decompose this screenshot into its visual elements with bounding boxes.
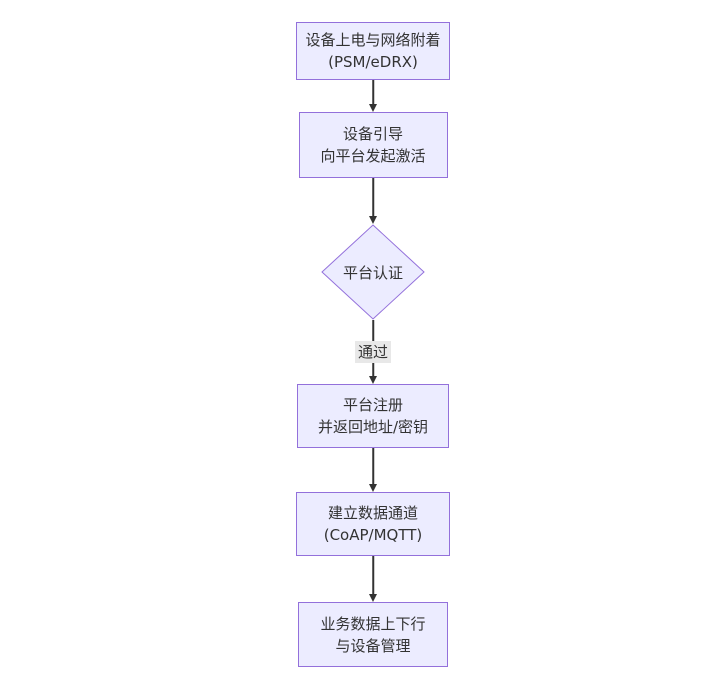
node-business-line2: 与设备管理 (335, 636, 411, 655)
edge-label-pass: 通过 (354, 341, 392, 363)
node-register-line2: 并返回地址/密钥 (317, 418, 429, 436)
flowchart: 设备上电与网络附着 (PSM/eDRX) 设备引导 向平台发起激活 平台认证 通… (296, 22, 450, 667)
edge-auth-to-register: 通过 (354, 320, 392, 384)
node-business: 业务数据上下行 与设备管理 (298, 602, 448, 667)
edge-register-to-channel (367, 448, 379, 492)
edge-bootstrap-to-auth (367, 178, 379, 224)
edge-channel-to-business (367, 556, 379, 602)
edge-line (372, 178, 374, 218)
node-bootstrap-line1: 设备引导 (342, 125, 403, 143)
edge-line (372, 556, 374, 596)
node-business-line1: 业务数据上下行 (320, 614, 426, 633)
edge-power-to-bootstrap (367, 80, 379, 112)
node-platform-auth: 平台认证 (321, 224, 425, 320)
node-data-channel-line1: 建立数据通道 (327, 504, 418, 522)
node-platform-auth-label: 平台认证 (342, 263, 403, 282)
node-power-attach-line2: (PSM/eDRX) (328, 53, 418, 71)
edge-line (372, 448, 374, 486)
arrowhead-icon (369, 104, 377, 112)
edge-line (372, 80, 374, 106)
diamond-shape (321, 224, 425, 320)
node-data-channel-line2: (CoAP/MQTT) (323, 526, 423, 544)
node-bootstrap: 设备引导 向平台发起激活 (298, 112, 448, 178)
node-power-attach-line1: 设备上电与网络附着 (305, 31, 441, 49)
node-data-channel: 建立数据通道 (CoAP/MQTT) (296, 492, 450, 556)
node-register: 平台注册 并返回地址/密钥 (297, 384, 449, 448)
node-power-attach: 设备上电与网络附着 (PSM/eDRX) (296, 22, 450, 80)
arrowhead-icon (369, 376, 377, 384)
node-register-line1: 平台注册 (342, 396, 403, 414)
arrowhead-icon (369, 484, 377, 492)
node-bootstrap-line2: 向平台发起激活 (320, 147, 426, 165)
arrowhead-icon (369, 594, 377, 602)
arrowhead-icon (369, 216, 377, 224)
